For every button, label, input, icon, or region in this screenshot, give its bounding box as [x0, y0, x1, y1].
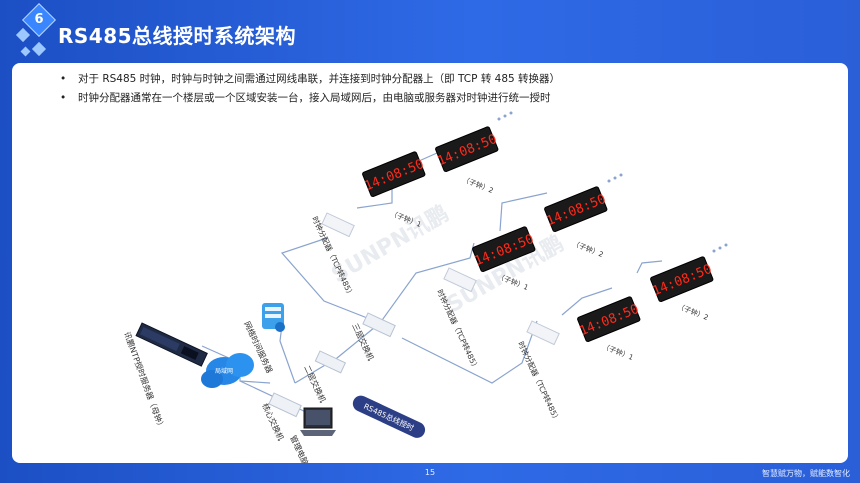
footer-slogan: 智慧赋万物，赋能数智化: [762, 469, 850, 478]
content-panel: [12, 63, 848, 463]
section-number: 6: [34, 12, 44, 27]
bullet-list: 对于 RS485 时钟，时钟与时钟之间需通过网线串联，并连接到时钟分配器上（即 …: [60, 70, 560, 108]
distributor-label-3: 时钟分配器（TCP转485）: [516, 340, 562, 424]
clock-label: （子钟）2: [571, 239, 604, 260]
slide-title: RS485总线授时系统架构: [58, 24, 297, 48]
clock-label: （子钟）2: [461, 175, 494, 196]
clock-label: （子钟）1: [601, 342, 634, 363]
clock-display: 14:08:50: [435, 126, 499, 173]
clock-display: 14:08:50: [362, 151, 426, 198]
clock-distributor-1: [321, 212, 355, 238]
rs485-bus-badge: RS485总线授时: [352, 395, 426, 438]
layer3-switch-icon: [362, 312, 396, 338]
bullet-item: 对于 RS485 时钟，时钟与时钟之间需通过网线串联，并连接到时钟分配器上（即 …: [60, 70, 560, 89]
architecture-diagram: 讯鹏NTP授时服务器（母钟） 网络时间服务器 局域网 核心交换机 管理电脑: [122, 111, 728, 463]
clock-display: 14:08:50: [544, 186, 608, 233]
clock-label: （子钟）2: [676, 302, 709, 323]
pc-label: 管理电脑: [288, 434, 311, 463]
layer2-switch-icon: [314, 350, 347, 374]
core-switch-icon: [268, 392, 302, 418]
clock-display: 14:08:50: [650, 256, 714, 303]
network-time-server-icon: [262, 303, 285, 332]
lan-cloud-icon: 局域网: [201, 353, 254, 388]
ntp-master-clock: [135, 322, 208, 367]
clock-distributor-3: [526, 320, 560, 346]
continuation-dots: [497, 111, 728, 253]
page-number: 15: [424, 468, 436, 477]
management-pc-icon: [300, 407, 336, 436]
bullet-item: 时钟分配器通常在一个楼层或一个区域安装一台，接入局域网后，由电脑或服务器对时钟进…: [60, 89, 560, 108]
clock-distributor-2: [443, 267, 477, 293]
clock-display: 14:08:50: [577, 296, 641, 343]
cloud-label: 局域网: [215, 367, 233, 375]
layer2-switch-label: 二层交换机: [302, 364, 328, 404]
